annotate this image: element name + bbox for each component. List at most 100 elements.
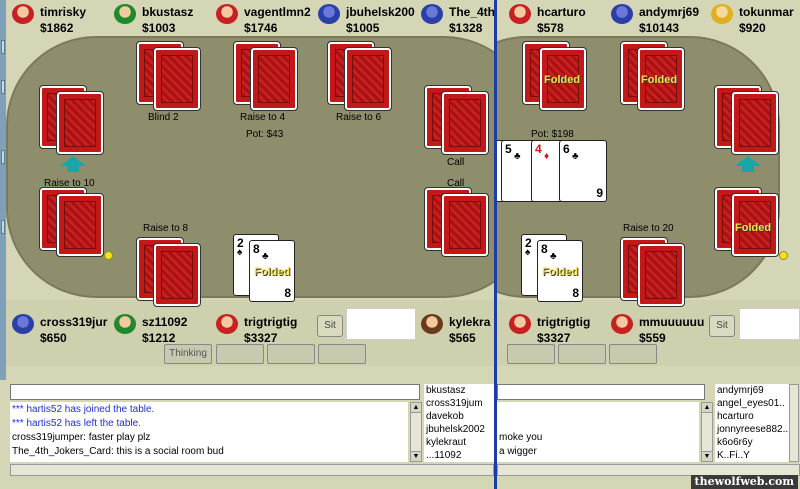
player-chips: $3327	[537, 331, 571, 345]
right-chat-panel: moke you a wigger ▲ ▼ andymrj69 angel_ey…	[497, 380, 800, 489]
player-chips: $1328	[449, 21, 483, 35]
card-suit: ♣	[514, 151, 523, 162]
action-button[interactable]	[609, 344, 657, 364]
chat-message	[499, 417, 697, 431]
thinking-button[interactable]: Thinking	[164, 344, 212, 364]
chat-message: *** hartis52 has left the table.	[12, 418, 141, 429]
seat-vagentlmn2[interactable]: vagentlmn2 $1746	[216, 2, 320, 36]
seat-cross319jur[interactable]: cross319jur $650	[12, 312, 112, 346]
left-edge-scrollbar[interactable]	[0, 0, 6, 380]
action-button[interactable]	[216, 344, 264, 364]
scroll-down-icon[interactable]: ▼	[702, 451, 712, 461]
folded-label: Folded	[542, 266, 579, 278]
card-back	[637, 243, 685, 307]
seat-kylekra[interactable]: kylekra $565	[421, 312, 494, 346]
user-list-item[interactable]: davekob	[426, 411, 464, 422]
avatar	[711, 4, 733, 24]
player-chips: $1005	[346, 21, 380, 35]
avatar	[421, 314, 443, 334]
seat-trigtrigtig[interactable]: trigtrigtig $3327	[509, 312, 609, 346]
chat-message	[499, 403, 697, 417]
user-list-item[interactable]: jbuhelsk2002	[426, 424, 485, 435]
player-chips: $920	[739, 21, 766, 35]
left-chat-panel: *** hartis52 has joined the table. *** h…	[0, 380, 494, 489]
card-back	[441, 91, 489, 155]
user-list-item[interactable]: k6o6r6y	[717, 437, 753, 448]
avatar	[509, 4, 531, 24]
right-poker-table: hcarturo $578 andymrj69 $10143 tokunmar …	[497, 0, 800, 380]
user-list-item[interactable]: hcarturo	[717, 411, 754, 422]
chat-scrollbar[interactable]: ▲ ▼	[701, 402, 713, 462]
player-name: jbuhelsk200	[346, 5, 415, 19]
action-button[interactable]	[318, 344, 366, 364]
seat-andymrj69[interactable]: andymrj69 $10143	[611, 2, 715, 36]
sit-button[interactable]: Sit	[317, 315, 343, 337]
action-button[interactable]	[558, 344, 606, 364]
card-back	[153, 243, 201, 307]
player-chips: $650	[40, 331, 67, 345]
avatar	[611, 314, 633, 334]
chat-scrollbar[interactable]: ▲ ▼	[410, 402, 422, 462]
card-suit: ♠	[237, 247, 243, 258]
user-list-item[interactable]: cross319jum	[426, 398, 483, 409]
seat-timrisky[interactable]: timrisky $1862	[12, 2, 112, 36]
chat-input[interactable]	[10, 384, 420, 400]
user-list-item[interactable]: kylekraut	[426, 437, 467, 448]
action-button[interactable]	[507, 344, 555, 364]
player-chips: $10143	[639, 21, 680, 35]
user-list-item[interactable]: angel_eyes01..	[717, 398, 785, 409]
user-list-item[interactable]: ...11092	[426, 450, 462, 461]
seat-bkustasz[interactable]: bkustasz $1003	[114, 2, 224, 36]
user-list-item[interactable]: bkustasz	[426, 385, 466, 396]
status-raise: Raise to 8	[143, 223, 189, 234]
folded-label: Folded	[544, 74, 581, 86]
scroll-down-icon[interactable]: ▼	[411, 451, 421, 461]
seat-jbuhelsk200[interactable]: jbuhelsk200 $1005	[318, 2, 422, 36]
card-back	[539, 47, 587, 111]
status-raise: Raise to 4	[240, 112, 286, 123]
user-list-scrollbar[interactable]	[789, 384, 799, 462]
player-name: tokunmar	[739, 5, 794, 19]
seat-tokunmar[interactable]: tokunmar $920	[711, 2, 800, 36]
action-button[interactable]	[267, 344, 315, 364]
seat-mmuuuuuu[interactable]: mmuuuuuu $559	[611, 312, 709, 346]
user-list: andymrj69 angel_eyes01.. hcarturo jonnyr…	[715, 384, 791, 462]
avatar	[318, 4, 340, 24]
card-rank: 9	[596, 186, 603, 200]
card-rank: 2	[525, 236, 532, 250]
card-rank: 8	[572, 286, 579, 300]
chat-log: moke you a wigger	[497, 402, 699, 462]
avatar	[509, 314, 531, 334]
seat-trigtrigtig[interactable]: trigtrigtig $3327	[216, 312, 316, 346]
folded-label: Folded	[254, 266, 291, 278]
user-list-item[interactable]: K..Fi..Y	[717, 450, 750, 461]
player-chips: $1746	[244, 21, 278, 35]
seat-the-4th[interactable]: The_4th $1328	[421, 2, 494, 36]
player-chips: $565	[449, 331, 476, 345]
seat-hcarturo[interactable]: hcarturo $578	[509, 2, 613, 36]
avatar	[216, 4, 238, 24]
player-chips: $578	[537, 21, 564, 35]
horizontal-scrollbar[interactable]	[10, 464, 494, 476]
chat-message: moke you	[499, 432, 543, 443]
player-chips: $559	[639, 331, 666, 345]
seat-sz11092[interactable]: sz11092 $1212	[114, 312, 214, 346]
watermark: thewolfweb.com	[690, 475, 798, 489]
user-list-item[interactable]: jonnyreese882..	[717, 424, 789, 435]
scroll-up-icon[interactable]: ▲	[411, 403, 421, 413]
chat-message: The_4th_Jokers_Card: this is a social ro…	[12, 446, 224, 457]
hole-card: 8 ♣ 8	[537, 240, 583, 302]
left-table-window: timrisky $1862 bkustasz $1003 vagentlmn2…	[0, 0, 494, 489]
empty-seat[interactable]	[739, 308, 800, 340]
sit-button[interactable]: Sit	[709, 315, 735, 337]
empty-seat[interactable]	[346, 308, 416, 340]
status-call: Call	[447, 178, 465, 189]
scroll-up-icon[interactable]: ▲	[702, 403, 712, 413]
chat-message: a wigger	[499, 446, 537, 457]
player-name: timrisky	[40, 5, 87, 19]
avatar	[114, 4, 136, 24]
left-poker-table: timrisky $1862 bkustasz $1003 vagentlmn2…	[0, 0, 494, 380]
user-list-item[interactable]: andymrj69	[717, 385, 764, 396]
chat-input[interactable]	[497, 384, 705, 400]
card-back	[153, 47, 201, 111]
